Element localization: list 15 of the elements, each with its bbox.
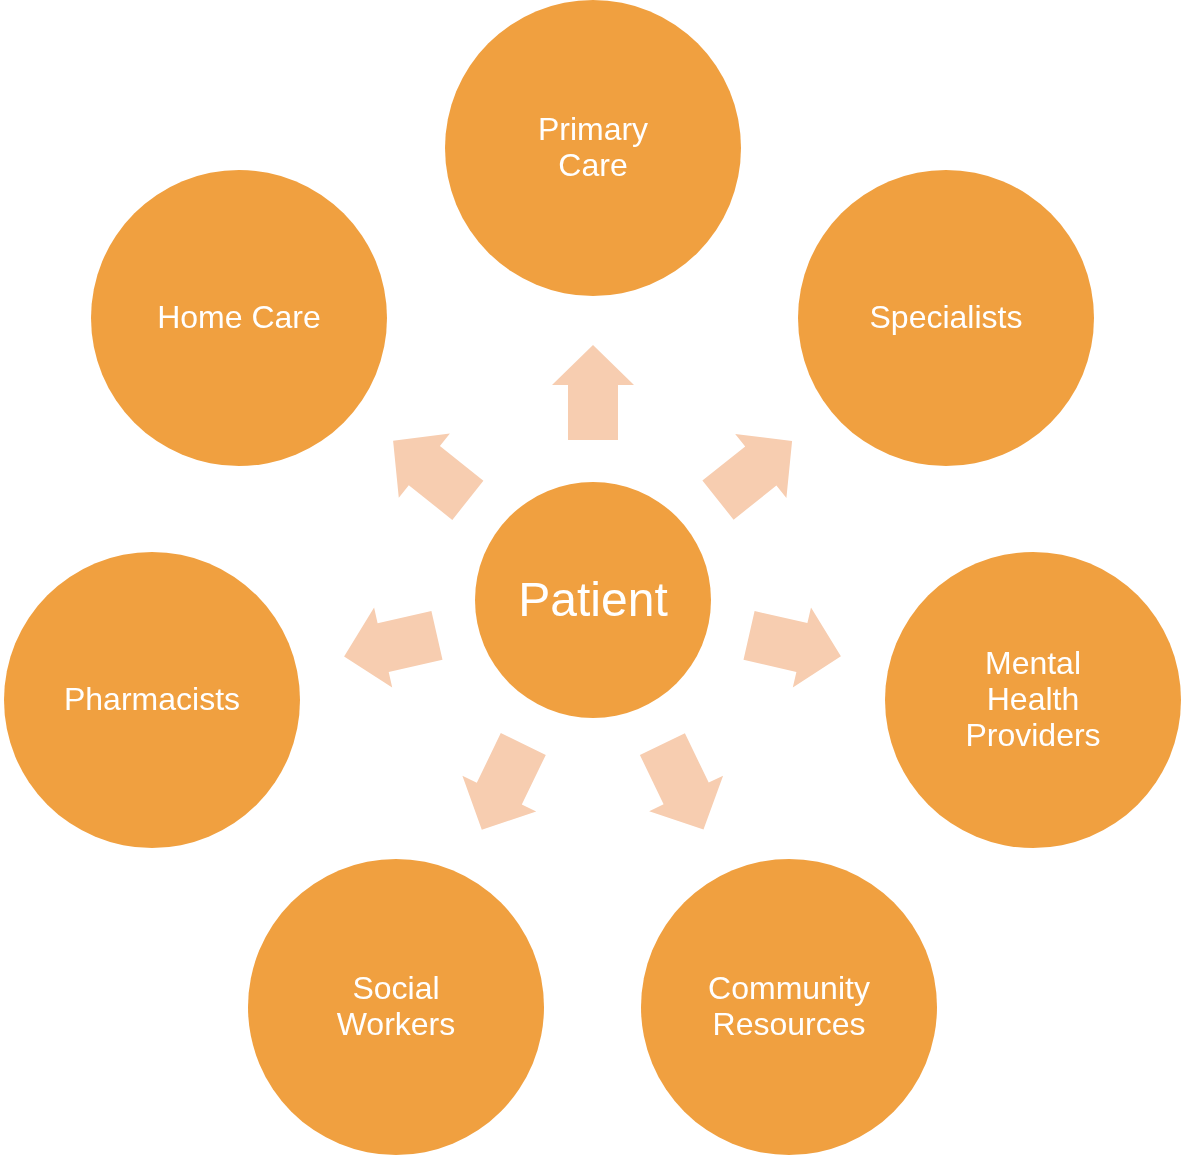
block-arrow — [552, 345, 634, 440]
block-arrow — [462, 733, 546, 830]
block-arrow — [702, 433, 793, 520]
node-label: Community Resources — [707, 971, 871, 1043]
node-label: Pharmacists — [63, 682, 240, 718]
node-label: Patient — [518, 573, 668, 627]
block-arrow — [743, 607, 841, 688]
node-label: Specialists — [869, 300, 1023, 336]
node-label: Social Workers — [335, 971, 457, 1043]
node-label: Mental Health Providers — [964, 646, 1102, 754]
node-label: Home Care — [157, 300, 321, 336]
block-arrow — [393, 433, 484, 520]
block-arrow — [639, 733, 724, 830]
block-arrow — [344, 607, 443, 688]
node-label: Primary Care — [536, 112, 650, 184]
